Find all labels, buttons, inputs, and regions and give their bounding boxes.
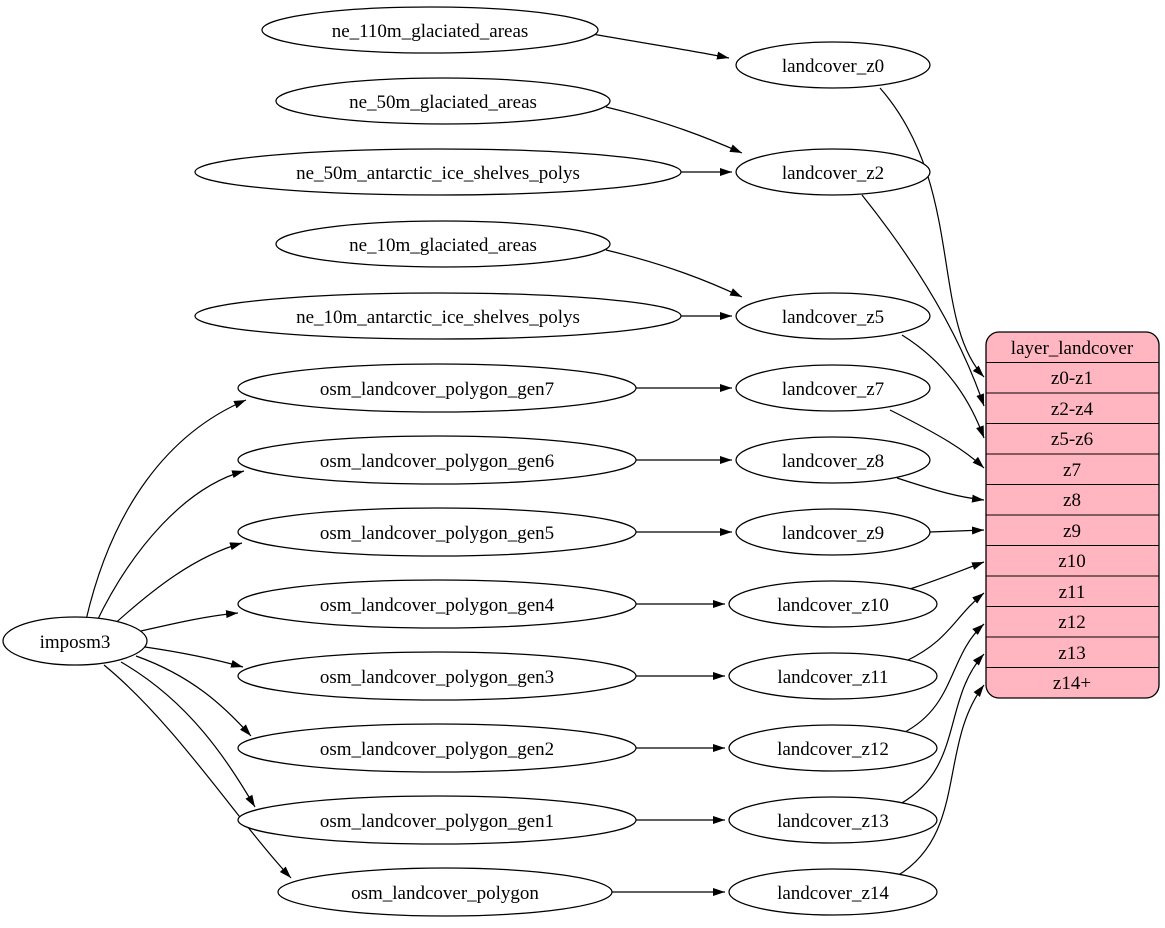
node-landcover-z13: landcover_z13 [728, 796, 938, 844]
edge-imposm3-to-osm-landcover-polygon-gen5 [109, 542, 243, 629]
edge-landcover-z2-to-row-z2-z4 [861, 194, 985, 407]
node-label: landcover_z13 [777, 811, 889, 832]
node-landcover-z2: landcover_z2 [735, 148, 931, 196]
layer-row-z8: z8 [1063, 490, 1081, 511]
edge-landcover-z14-to-row-z14plus [896, 684, 985, 877]
edge-group [85, 33, 985, 896]
node-label: landcover_z2 [782, 163, 884, 184]
node-label: landcover_z10 [777, 595, 889, 616]
layer-landcover-title: layer_landcover [1011, 338, 1134, 359]
node-landcover-z10: landcover_z10 [728, 580, 938, 628]
node-osm-landcover-polygon-gen7: osm_landcover_polygon_gen7 [237, 363, 637, 413]
imposm3-label: imposm3 [40, 632, 111, 653]
node-label: osm_landcover_polygon_gen6 [320, 451, 554, 472]
edge-landcover-z12-to-row-z12 [902, 623, 985, 734]
layer-row-z5-z6: z5-z6 [1051, 429, 1093, 450]
node-label: landcover_z9 [782, 523, 884, 544]
node-label: landcover_z11 [777, 667, 888, 688]
node-landcover-z11: landcover_z11 [728, 652, 938, 700]
node-ne-10m-antarctic-ice-shelves-polys: ne_10m_antarctic_ice_shelves_polys [194, 292, 682, 340]
node-osm-landcover-polygon-gen4: osm_landcover_polygon_gen4 [237, 579, 637, 629]
layer-row-z0-z1: z0-z1 [1051, 368, 1093, 389]
node-label: landcover_z8 [782, 451, 884, 472]
edge-ne-110m-glaciated-areas-to-landcover-z0 [591, 33, 730, 60]
layer-row-z9: z9 [1063, 521, 1081, 542]
layer-row-z10: z10 [1058, 551, 1085, 572]
node-label: ne_10m_antarctic_ice_shelves_polys [296, 307, 580, 328]
edge-landcover-z8-to-row-z8 [896, 477, 985, 503]
node-label: landcover_z14 [777, 883, 889, 904]
edge-imposm3-to-osm-landcover-polygon-gen4 [131, 610, 239, 634]
edge-imposm3-to-osm-landcover-polygon-gen7 [85, 399, 247, 621]
layer-row-z14plus: z14+ [1053, 673, 1091, 694]
imposm3-ellipse [2, 616, 148, 666]
node-osm-landcover-polygon-gen3: osm_landcover_polygon_gen3 [237, 651, 637, 701]
node-label: osm_landcover_polygon_gen5 [320, 523, 554, 544]
edge-imposm3-to-osm-landcover-polygon-gen3 [144, 646, 244, 668]
node-label: ne_110m_glaciated_areas [332, 21, 529, 42]
edge-ne-50m-glaciated-areas-to-landcover-z2 [605, 106, 743, 154]
edge-landcover-z11-to-row-z11 [905, 592, 985, 662]
edge-landcover-z13-to-row-z13 [899, 653, 985, 805]
edge-landcover-z9-to-row-z9 [929, 526, 985, 535]
node-osm-landcover-polygon-gen6: osm_landcover_polygon_gen6 [237, 435, 637, 485]
node-label: landcover_z5 [782, 307, 884, 328]
edge-ne-10m-glaciated-areas-to-landcover-z5 [605, 249, 743, 298]
node-ne-10m-glaciated-areas: ne_10m_glaciated_areas [275, 220, 611, 268]
node-osm-landcover-polygon: osm_landcover_polygon [277, 867, 613, 917]
node-label: osm_landcover_polygon_gen1 [320, 811, 554, 832]
edge-imposm3-to-osm-landcover-polygon-gen2 [135, 655, 252, 737]
edge-landcover-z0-to-row-z0-z1 [879, 87, 985, 378]
node-label: osm_landcover_polygon_gen3 [320, 667, 554, 688]
node-label: landcover_z12 [777, 739, 889, 760]
node-label: osm_landcover_polygon_gen2 [320, 739, 554, 760]
node-label: osm_landcover_polygon_gen4 [320, 595, 555, 616]
layer-row-z2-z4: z2-z4 [1051, 399, 1094, 420]
edge-landcover-z10-to-row-z10 [909, 561, 985, 590]
layer-row-z13: z13 [1058, 643, 1085, 664]
node-label: landcover_z7 [782, 379, 884, 400]
layer-row-z11: z11 [1059, 582, 1086, 603]
edge-landcover-z7-to-row-z7 [889, 409, 985, 469]
node-landcover-z5: landcover_z5 [735, 292, 931, 340]
edge-imposm3-to-osm-landcover-polygon-gen6 [95, 470, 245, 624]
node-label: ne_50m_antarctic_ice_shelves_polys [296, 163, 580, 184]
node-label: osm_landcover_polygon [351, 883, 539, 904]
node-landcover-z12: landcover_z12 [728, 724, 938, 772]
edge-imposm3-to-osm-landcover-polygon-gen1 [120, 661, 256, 808]
node-osm-landcover-polygon-gen5: osm_landcover_polygon_gen5 [237, 507, 637, 557]
node-landcover-z7: landcover_z7 [735, 364, 931, 412]
layer-row-z7: z7 [1063, 460, 1081, 481]
node-imposm3: imposm3 [2, 616, 148, 666]
node-landcover-z0: landcover_z0 [735, 41, 931, 89]
node-label: landcover_z0 [782, 56, 884, 77]
node-landcover-z9: landcover_z9 [735, 508, 931, 556]
node-osm-landcover-polygon-gen1: osm_landcover_polygon_gen1 [237, 795, 637, 845]
node-ne-50m-glaciated-areas: ne_50m_glaciated_areas [275, 77, 611, 125]
layer-row-z12: z12 [1058, 612, 1085, 633]
node-label: ne_50m_glaciated_areas [349, 92, 537, 113]
node-landcover-z14: landcover_z14 [728, 868, 938, 916]
node-osm-landcover-polygon-gen2: osm_landcover_polygon_gen2 [237, 723, 637, 773]
node-label: osm_landcover_polygon_gen7 [320, 379, 554, 400]
edge-imposm3-to-osm-landcover-polygon [103, 664, 292, 879]
node-landcover-z8: landcover_z8 [735, 436, 931, 484]
node-ne-50m-antarctic-ice-shelves-polys: ne_50m_antarctic_ice_shelves_polys [194, 148, 682, 196]
node-label: ne_10m_glaciated_areas [349, 235, 537, 256]
node-ne-110m-glaciated-areas: ne_110m_glaciated_areas [261, 6, 599, 54]
node-layer-landcover: layer_landcover z0-z1 z2-z4 z5-z6 z7 z8 … [985, 331, 1160, 699]
edge-landcover-z5-to-row-z5-z6 [901, 334, 985, 439]
